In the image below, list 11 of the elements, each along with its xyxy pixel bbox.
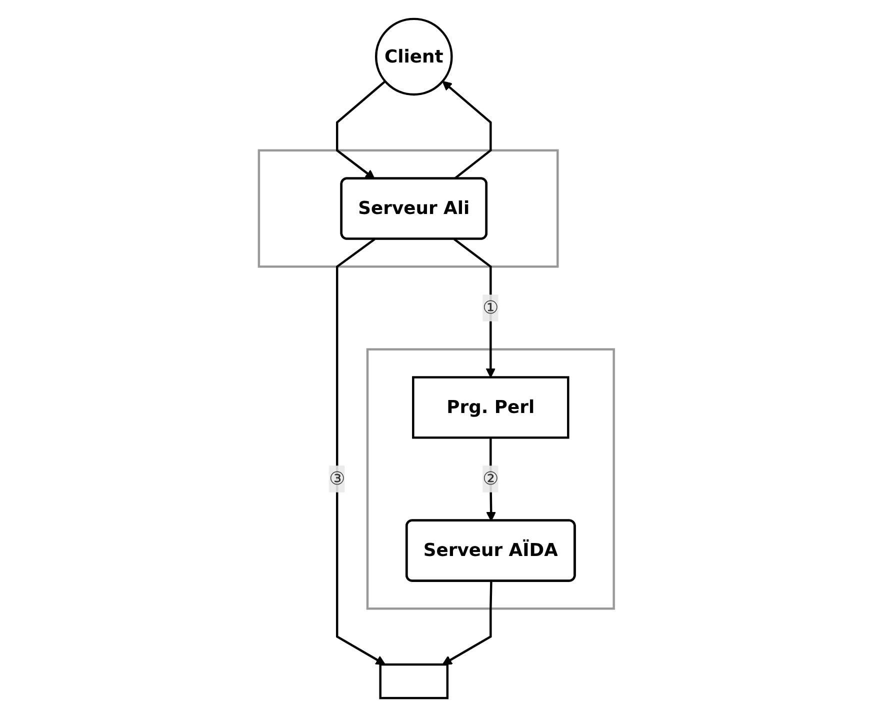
cluster [366,348,616,610]
node-box: Prg. Perl [412,376,570,439]
cluster [258,149,559,268]
edge-label: ③ [329,468,346,490]
edge-label: ② [482,468,499,490]
edge-label: ① [482,296,499,318]
arrow [336,238,386,665]
arrow [442,581,492,665]
node-box [379,663,449,700]
node-circle: Client [375,18,453,96]
arrow [336,80,386,180]
